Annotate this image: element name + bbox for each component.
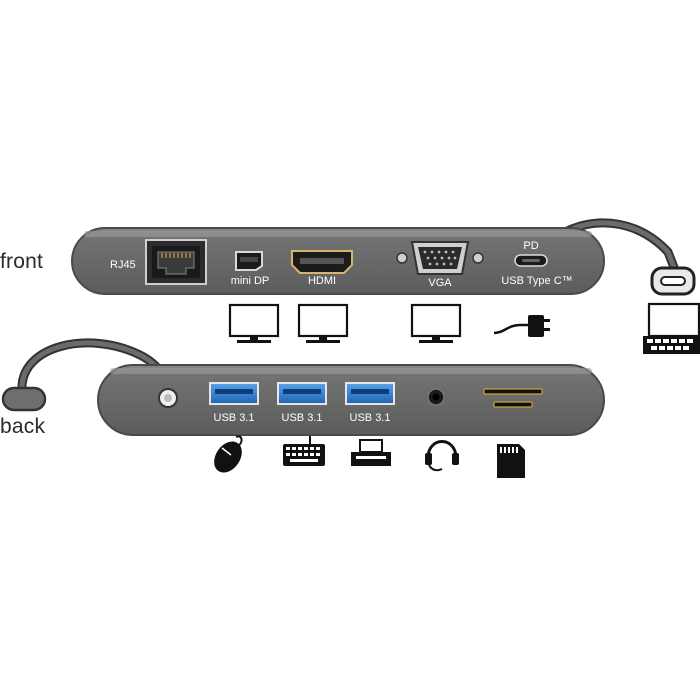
keyboard-icon	[283, 436, 325, 466]
back-side-label: back	[0, 415, 46, 438]
laptop-icon	[643, 302, 700, 354]
usb-c-plug-icon	[650, 266, 696, 296]
usb-3-label: USB 3.1	[350, 412, 391, 424]
cable-plug-icon	[1, 386, 47, 412]
usb-port	[277, 382, 327, 405]
monitor-icon	[228, 303, 280, 343]
usb-c-label: USB Type C™	[501, 275, 572, 287]
front-side-label: front	[0, 250, 44, 273]
usb-1-label: USB 3.1	[214, 412, 255, 424]
usb-c-port	[514, 254, 548, 267]
hdmi-port	[291, 250, 353, 274]
cable-port	[158, 388, 178, 408]
mouse-icon	[214, 435, 243, 473]
rj45-port	[145, 239, 207, 285]
audio-jack-port	[427, 388, 445, 406]
pd-label: PD	[523, 240, 538, 252]
usb-port	[209, 382, 259, 405]
monitor-icon	[410, 303, 462, 343]
sd-card-icon	[497, 444, 525, 478]
hdmi-label: HDMI	[308, 275, 336, 287]
power-adapter-icon	[493, 315, 550, 337]
vga-port	[396, 241, 484, 275]
card-reader-slot	[483, 388, 543, 408]
front-cable	[560, 218, 680, 275]
usb-2-label: USB 3.1	[282, 412, 323, 424]
mini-dp-port	[235, 251, 263, 271]
headset-icon	[425, 440, 459, 472]
printer-icon	[351, 439, 391, 466]
rj45-label: RJ45	[110, 259, 136, 271]
vga-label: VGA	[428, 277, 452, 289]
monitor-icon	[297, 303, 349, 343]
mini-dp-label: mini DP	[231, 275, 270, 287]
usb-port	[345, 382, 395, 405]
